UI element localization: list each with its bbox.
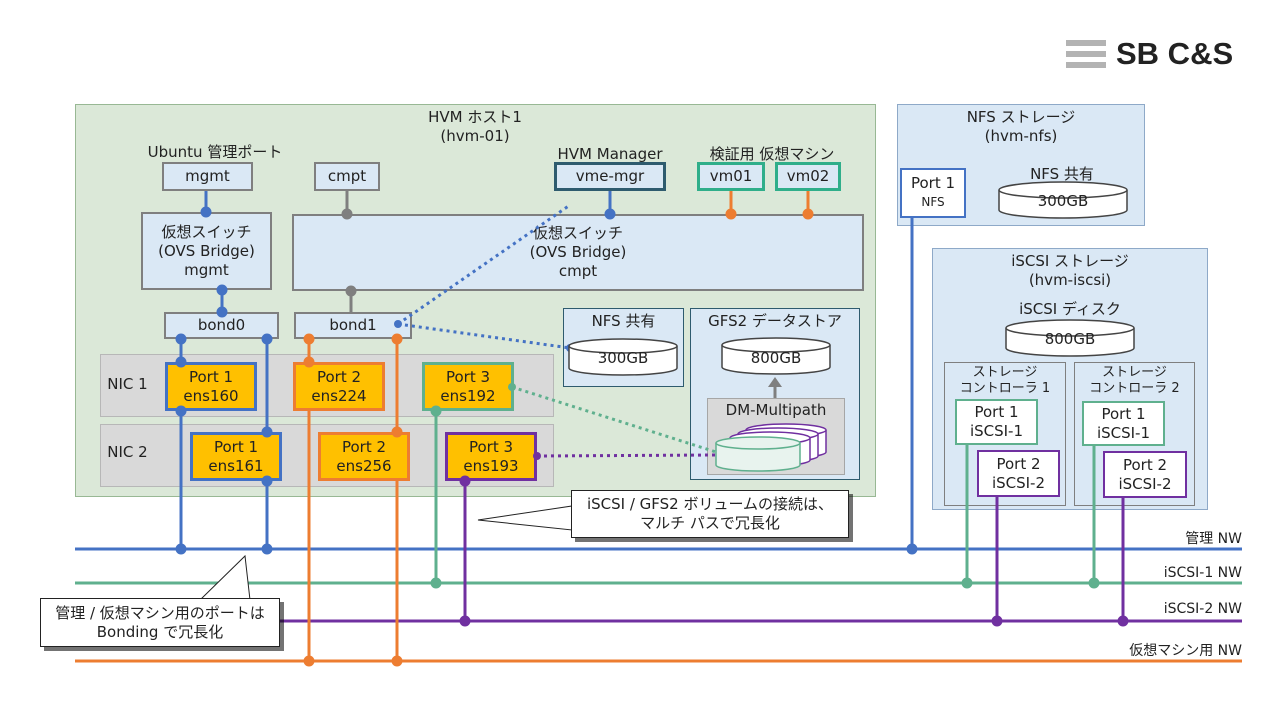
port-dev: NFS (921, 195, 945, 209)
ctrl2-port2[interactable]: Port 2 iSCSI-2 (1103, 451, 1187, 498)
nfs-share-size: 300GB (1037, 192, 1089, 210)
switch-cmpt-box[interactable]: 仮想スイッチ (OVS Bridge) cmpt (292, 214, 864, 291)
logo-bars (1066, 40, 1106, 68)
port-name: Port 1 (213, 437, 259, 456)
nic2-label: NIC 2 (107, 443, 148, 461)
bond1-box[interactable]: bond1 (294, 312, 412, 339)
gfs2-title: GFS2 データストア (708, 312, 842, 330)
controller1-title: ストレージ コントローラ 1 (959, 365, 1051, 396)
port-dev: ens224 (311, 386, 367, 405)
hvm-manager-label: HVM Manager (557, 145, 663, 163)
port-name: Port 3 (468, 437, 514, 456)
port-dev: ens160 (183, 386, 239, 405)
ubuntu-port-label: Ubuntu 管理ポート (147, 143, 283, 161)
ctrl2-port1[interactable]: Port 1 iSCSI-1 (1082, 401, 1165, 446)
host-subtitle: (hvm-01) (440, 127, 510, 145)
port-dev: ens192 (440, 386, 496, 405)
nic2-port2[interactable]: Port 2 ens256 (318, 432, 410, 481)
host-nfs-cylinder (568, 338, 678, 376)
iscsi-disk-title: iSCSI ディスク (1019, 300, 1121, 318)
bonding-callout-line2: Bonding で冗長化 (96, 622, 224, 641)
multipath-callout-line2: マルチ パスで冗長化 (640, 514, 780, 532)
iscsi1-nw-label: iSCSI-1 NW (1163, 565, 1242, 581)
port-name: Port 2 (316, 367, 362, 386)
host-nfs-share-size: 300GB (597, 349, 649, 367)
iscsi2-nw-label: iSCSI-2 NW (1163, 601, 1242, 617)
bonding-callout: 管理 / 仮想マシン用のポートは Bonding で冗長化 (40, 598, 280, 647)
port-name: Port 1 (910, 174, 956, 192)
controller2-title: ストレージ コントローラ 2 (1089, 365, 1180, 396)
iscsi-storage-title: iSCSI ストレージ (1011, 252, 1129, 270)
logo-text: SB C&S (1116, 36, 1234, 71)
port-name: Port 3 (445, 367, 491, 386)
iscsi-storage-subtitle: (hvm-iscsi) (1028, 271, 1112, 289)
port-name: Port 2 (341, 437, 387, 456)
nfs-share-title: NFS 共有 (1030, 165, 1094, 183)
bonding-callout-line1: 管理 / 仮想マシン用のポートは (55, 603, 265, 622)
multipath-callout-line1: iSCSI / GFS2 ボリュームの接続は、 (586, 495, 834, 513)
nfs-storage-cylinder (998, 181, 1128, 219)
logo: SB C&S (1066, 36, 1242, 72)
dm-multipath-label: DM-Multipath (725, 401, 827, 419)
test-vm-label: 検証用 仮想マシン (709, 145, 835, 163)
port-dev: ens193 (463, 456, 519, 475)
vm02-box[interactable]: vm02 (775, 162, 841, 191)
vme-mgr-box[interactable]: vme-mgr (554, 162, 666, 191)
nic1-label: NIC 1 (107, 375, 148, 393)
nic1-port3[interactable]: Port 3 ens192 (422, 362, 514, 411)
vm01-box[interactable]: vm01 (697, 162, 765, 191)
gfs2-cylinder (721, 337, 831, 375)
cmpt-port-box[interactable]: cmpt (314, 162, 380, 191)
host-title: HVM ホスト1 (428, 108, 522, 126)
port-name: Port 2 (1122, 455, 1168, 474)
ctrl1-port2[interactable]: Port 2 iSCSI-2 (977, 450, 1060, 497)
port-dev: iSCSI-2 (1118, 474, 1172, 493)
ctrl1-port1[interactable]: Port 1 iSCSI-1 (955, 399, 1038, 445)
nic1-port1[interactable]: Port 1 ens160 (165, 362, 257, 411)
nic2-port1[interactable]: Port 1 ens161 (190, 432, 282, 481)
multipath-callout: iSCSI / GFS2 ボリュームの接続は、 マルチ パスで冗長化 (571, 490, 849, 538)
port-dev: iSCSI-2 (991, 473, 1046, 492)
nfs-storage-subtitle: (hvm-nfs) (984, 127, 1058, 145)
mgmt-nw-label: 管理 NW (1185, 531, 1242, 547)
gfs2-size: 800GB (750, 349, 802, 367)
port-dev: ens256 (336, 456, 392, 475)
port-name: Port 1 (974, 403, 1019, 421)
port-dev: iSCSI-1 (1096, 423, 1151, 442)
iscsi-disk-size: 800GB (1044, 330, 1096, 348)
port-name: Port 1 (1101, 404, 1146, 423)
vm-nw-label: 仮想マシン用 NW (1129, 643, 1242, 659)
port-name: Port 2 (996, 454, 1041, 473)
switch-mgmt-box[interactable]: 仮想スイッチ (OVS Bridge) mgmt (141, 212, 272, 290)
nic1-port2[interactable]: Port 2 ens224 (293, 362, 385, 411)
port-name: Port 1 (188, 367, 234, 386)
host-nfs-share-title: NFS 共有 (591, 312, 656, 330)
port-dev: ens161 (208, 456, 264, 475)
iscsi-disk-cylinder (1005, 319, 1135, 357)
nfs-port-box[interactable]: Port 1 NFS (900, 168, 966, 218)
mgmt-port-box[interactable]: mgmt (162, 162, 253, 191)
nfs-storage-title: NFS ストレージ (966, 108, 1076, 126)
port-dev: iSCSI-1 (969, 422, 1024, 440)
